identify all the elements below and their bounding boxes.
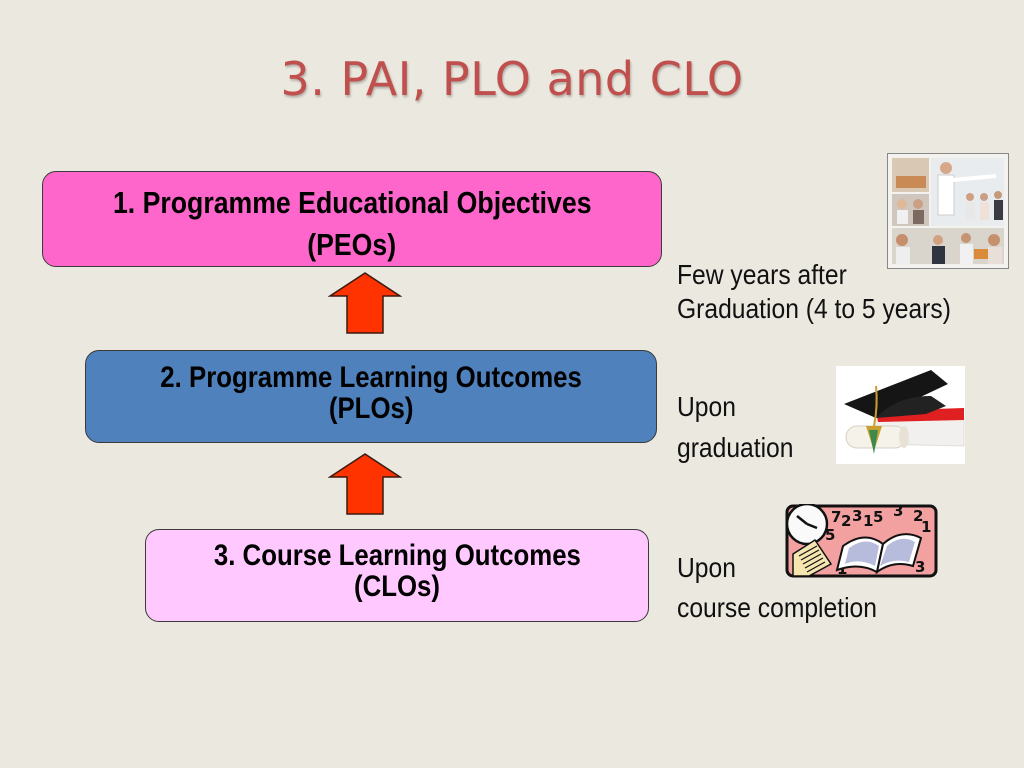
clo-box: 3. Course Learning Outcomes (CLOs) [145, 529, 649, 622]
svg-text:1: 1 [921, 518, 931, 536]
peo-timing-line2: Graduation (4 to 5 years) [677, 293, 951, 324]
peo-title: 1. Programme Educational Objectives [112, 185, 592, 220]
peo-timing-line1: Few years after [677, 259, 847, 290]
plo-abbrev: (PLOs) [328, 392, 414, 425]
svg-text:5: 5 [873, 508, 883, 526]
svg-text:2: 2 [841, 512, 851, 530]
plo-timing-line2: graduation [677, 432, 794, 463]
peo-timing-note: Few years after Graduation (4 to 5 years… [677, 258, 951, 326]
clo-timing-line2: course completion [677, 592, 877, 623]
clo-title: 3. Course Learning Outcomes [213, 539, 581, 572]
peo-abbrev: (PEOs) [307, 227, 397, 262]
clo-timing-line1: Upon [677, 552, 736, 583]
graduation-cap-image [836, 366, 965, 464]
plo-timing-note: Upon graduation [677, 386, 793, 468]
clipart-number: 7 [831, 508, 841, 526]
svg-text:1: 1 [863, 512, 873, 530]
plo-title: 2. Programme Learning Outcomes [160, 361, 582, 394]
plo-timing-line1: Upon [677, 391, 736, 422]
plo-box: 2. Programme Learning Outcomes (PLOs) [85, 350, 657, 443]
svg-text:3: 3 [852, 507, 862, 525]
clock-book-clipart-image: 7 2 3 1 5 3 2 1 5 1 3 [785, 504, 938, 578]
svg-text:3: 3 [915, 558, 925, 576]
up-arrow-icon [328, 272, 402, 334]
clo-timing-note: Upon course completion [677, 548, 877, 628]
meeting-photo-collage-image [887, 153, 1009, 269]
slide-title: 3. PAI, PLO and CLO [280, 52, 744, 106]
peo-box: 1. Programme Educational Objectives (PEO… [42, 171, 662, 267]
svg-text:3: 3 [893, 504, 903, 520]
clo-abbrev: (CLOs) [354, 570, 440, 603]
svg-text:5: 5 [825, 526, 835, 544]
up-arrow-icon [328, 453, 402, 515]
svg-text:2: 2 [913, 507, 923, 525]
